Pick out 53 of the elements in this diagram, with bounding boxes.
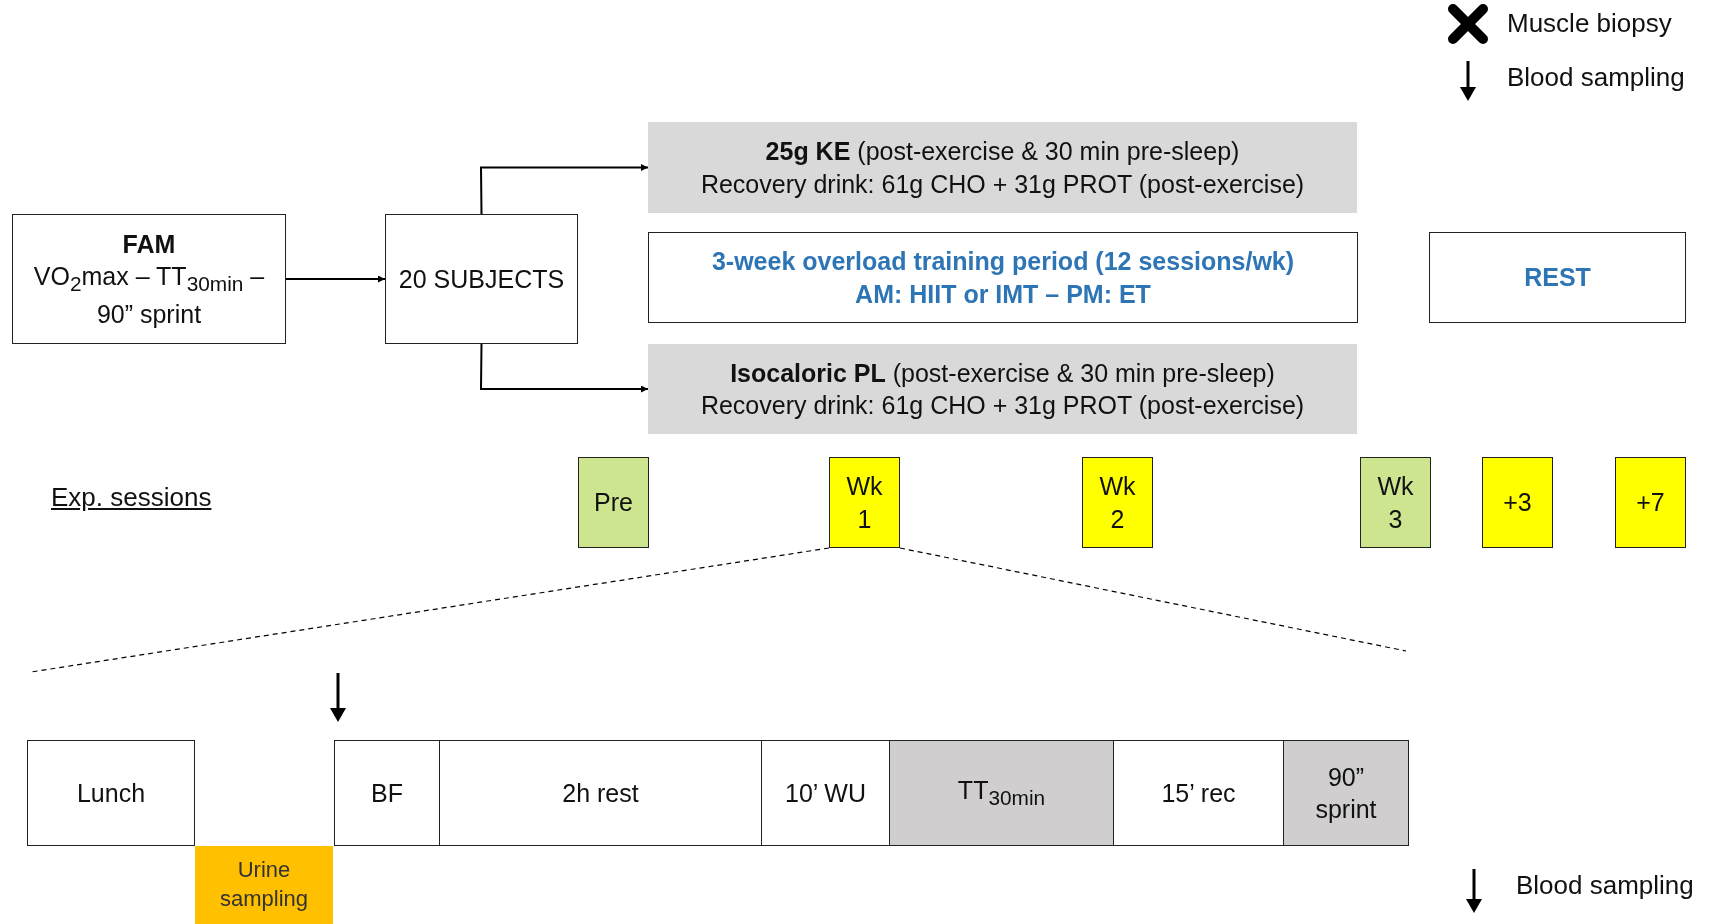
group-box — [648, 122, 1357, 213]
legend-label: Muscle biopsy — [1507, 8, 1672, 39]
timeline-block — [195, 846, 333, 924]
box-text: Recovery drink: 61g CHO + 31g PROT (post-exercise) — [700, 168, 1305, 200]
timeline-block — [1283, 740, 1409, 846]
box-text: Lunch — [76, 777, 146, 809]
box-text: 15’ rec — [1161, 777, 1236, 809]
box-text: BF — [371, 777, 403, 809]
session-box — [1082, 457, 1153, 548]
session-box — [1615, 457, 1686, 548]
box-text: Pre — [593, 487, 634, 519]
box-text: REST — [1524, 262, 1591, 294]
process-box — [12, 214, 286, 344]
box-text: +3 — [1502, 487, 1533, 519]
box-text: 20 SUBJECTS — [398, 263, 565, 295]
box-heading: 3-week overload training period (12 sessions/wk) — [711, 246, 1295, 277]
box-text: Wk 3 — [1376, 471, 1415, 535]
row-label: Exp. sessions — [51, 482, 212, 513]
box-text: 2h rest — [562, 777, 639, 809]
box-heading: FAM — [122, 228, 176, 260]
timeline-block — [1113, 740, 1284, 846]
dashed-line — [30, 547, 830, 673]
box-text: Urine sampling — [218, 856, 309, 913]
legend-label: Blood sampling — [1516, 870, 1694, 901]
group-box — [648, 344, 1357, 434]
session-box — [1482, 457, 1553, 548]
box-text: VO$_{2}$max – TT$_{30min}$ – 90” sprint — [32, 261, 266, 330]
period-box — [1429, 232, 1686, 323]
timeline-block — [439, 740, 762, 846]
timeline-block — [761, 740, 890, 846]
session-box — [829, 457, 900, 548]
arrow — [285, 275, 386, 283]
dashed-line — [899, 547, 1407, 652]
timeline-block — [889, 740, 1114, 846]
legend-label: Blood sampling — [1507, 62, 1685, 93]
session-box — [1360, 457, 1431, 548]
session-box — [578, 457, 649, 548]
box-heading: Isocaloric PL (post-exercise & 30 min pre-sleep) — [730, 357, 1275, 389]
box-heading: 25g KE (post-exercise & 30 min pre-sleep) — [765, 136, 1240, 167]
box-text: 10’ WU — [785, 777, 866, 809]
period-box — [648, 232, 1358, 323]
box-text: AM: HIIT or IMT – PM: ET — [855, 278, 1151, 310]
arrow — [480, 343, 649, 393]
box-text: TT$_{30min}$ — [957, 775, 1046, 812]
process-box — [385, 214, 578, 344]
box-text: 90” sprint — [1314, 761, 1378, 825]
arrow — [480, 164, 649, 215]
timeline-block — [27, 740, 195, 846]
box-text: Wk 2 — [1098, 471, 1137, 535]
box-text: Recovery drink: 61g CHO + 31g PROT (post-exercise) — [700, 390, 1305, 421]
timeline-block — [334, 740, 440, 846]
box-text: Wk 1 — [845, 471, 884, 535]
box-text: +7 — [1635, 487, 1666, 519]
